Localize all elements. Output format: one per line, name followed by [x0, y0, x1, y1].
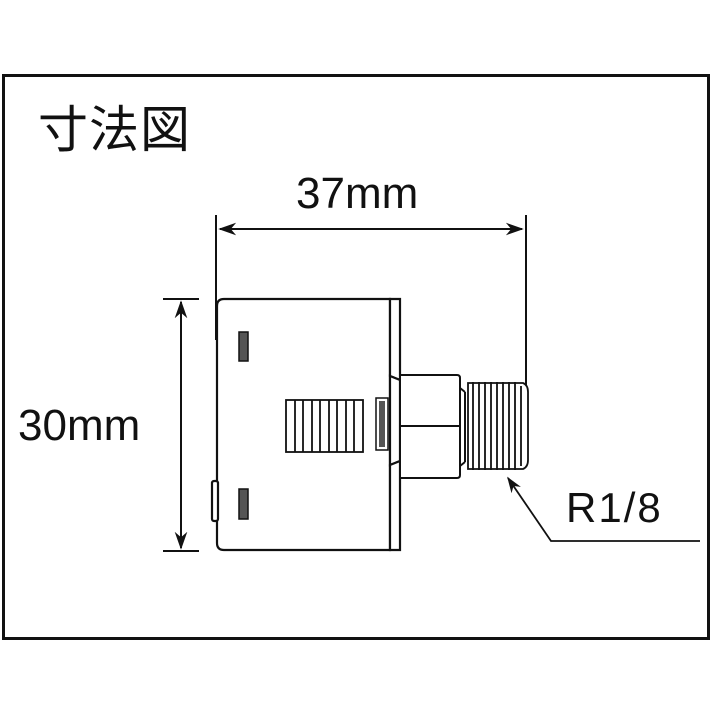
slot-top — [238, 331, 249, 362]
side-tab — [210, 479, 220, 523]
threaded-port — [467, 382, 529, 470]
width-dimension-label: 37mm — [296, 169, 419, 218]
diagram-title: 寸法図 — [38, 101, 191, 159]
body-slots — [238, 331, 389, 520]
vent-grille — [285, 399, 364, 453]
thread-leader — [507, 476, 700, 542]
height-dimension — [163, 298, 199, 552]
height-dimension-label: 30mm — [18, 401, 141, 450]
hex-nut — [399, 374, 466, 479]
thread-size-label: R1/8 — [566, 484, 663, 531]
slot-bottom — [238, 488, 249, 520]
